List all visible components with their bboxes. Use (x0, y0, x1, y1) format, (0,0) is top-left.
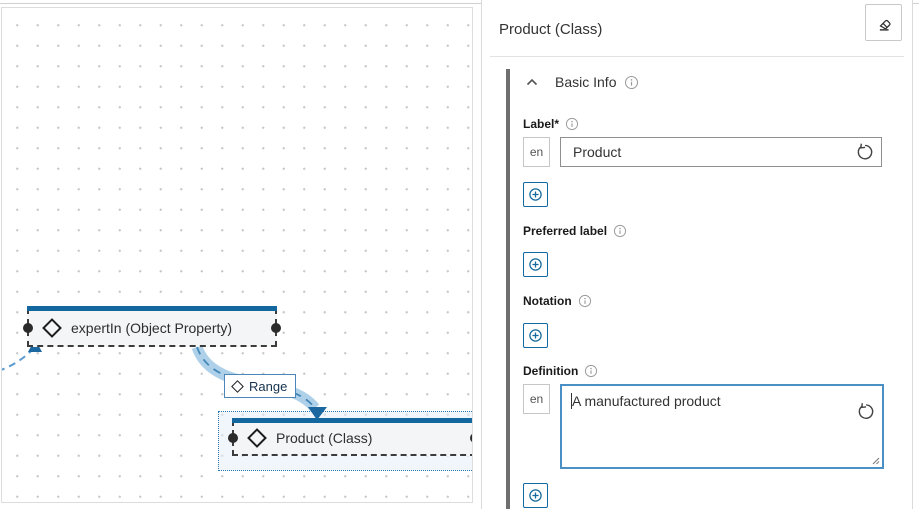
range-edge-arrowhead (308, 407, 327, 420)
label-field-label: Label* (523, 117, 884, 131)
undo-icon[interactable] (856, 402, 875, 421)
add-definition-button[interactable] (523, 483, 548, 508)
node-label: expertIn (Object Property) (71, 319, 233, 336)
range-edge-label-text: Range (249, 378, 288, 394)
node-product-class[interactable]: Product (Class) (228, 418, 472, 456)
clear-eraser-button[interactable] (865, 4, 902, 41)
label-field-text: Label* (523, 117, 560, 131)
top-divider (0, 3, 919, 4)
add-label-button[interactable] (523, 182, 548, 207)
preferred-label-field-label: Preferred label (523, 224, 884, 238)
undo-icon[interactable] (855, 143, 874, 162)
plus-circle-icon (529, 258, 542, 271)
info-icon[interactable] (565, 117, 579, 131)
properties-panel: Product (Class) Basic Info (481, 0, 913, 509)
add-notation-button[interactable] (523, 323, 548, 348)
panel-header-divider (490, 56, 904, 57)
range-diamond-icon (231, 379, 244, 393)
class-diamond-icon (247, 428, 267, 448)
label-input[interactable] (561, 138, 881, 166)
definition-value-row: en A manufactured product (523, 384, 884, 469)
eraser-icon (878, 19, 891, 31)
property-diamond-icon (42, 317, 62, 338)
info-icon[interactable] (584, 364, 598, 378)
label-input-wrapper (560, 137, 882, 167)
definition-label-text: Definition (523, 364, 579, 378)
panel-header: Product (Class) (482, 0, 912, 56)
definition-textarea[interactable]: A manufactured product (560, 384, 884, 469)
resize-handle[interactable] (870, 455, 880, 465)
range-edge-dashline (196, 346, 316, 409)
range-edge-label[interactable]: Range (224, 374, 297, 398)
info-icon[interactable] (624, 75, 639, 90)
panel-title: Product (Class) (499, 21, 603, 38)
diagram-canvas[interactable]: expertIn (Object Property) Range Product… (1, 7, 473, 503)
label-value-row: en (523, 137, 884, 167)
notation-field-label: Notation (523, 294, 884, 308)
add-preferred-label-button[interactable] (523, 252, 548, 277)
notation-label-text: Notation (523, 294, 572, 308)
chevron-up-icon[interactable] (523, 73, 541, 91)
connector-port-icon[interactable] (271, 322, 281, 333)
plus-circle-icon (529, 489, 542, 502)
preferred-label-text: Preferred label (523, 224, 608, 238)
plus-circle-icon (529, 329, 542, 342)
section-title: Basic Info (555, 74, 617, 90)
plus-circle-icon (529, 188, 542, 201)
basic-info-header[interactable]: Basic Info (523, 71, 884, 93)
node-label: Product (Class) (276, 430, 373, 446)
language-tag: en (523, 384, 550, 414)
info-icon[interactable] (578, 294, 592, 308)
connector-port-icon[interactable] (23, 322, 33, 333)
basic-info-section: Basic Info Label* en (506, 69, 884, 509)
connector-port-icon[interactable] (228, 433, 238, 443)
info-icon[interactable] (613, 224, 627, 238)
text-cursor (571, 393, 572, 409)
incoming-edge-dashed[interactable] (2, 350, 32, 371)
definition-text: A manufactured product (572, 393, 721, 409)
language-tag: en (523, 137, 550, 167)
connector-port-icon[interactable] (470, 433, 472, 443)
definition-field-label: Definition (523, 364, 884, 378)
node-expertin-object-property[interactable]: expertIn (Object Property) (23, 306, 281, 347)
